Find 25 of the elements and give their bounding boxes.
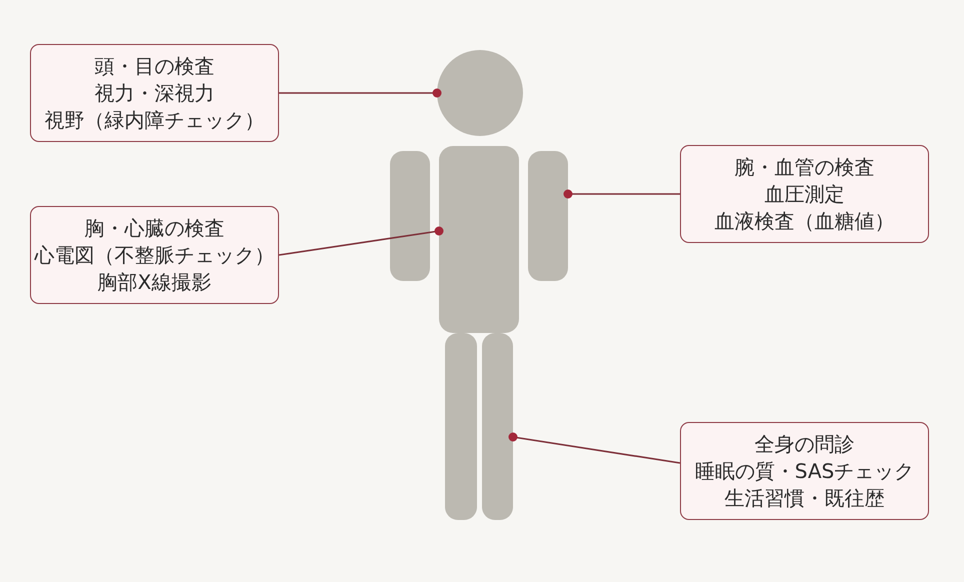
item-text: 心電図（不整脈チェック） <box>34 242 274 268</box>
heading-text: 頭・目の検査 <box>94 52 214 80</box>
callout-box <box>30 206 279 304</box>
item-text: 睡眠の質・SASチェック <box>694 458 914 484</box>
item-text: 血液検査（血糖値） <box>714 208 894 234</box>
item-text: 血圧測定 <box>764 180 844 208</box>
callout-box <box>680 422 929 520</box>
leader-line <box>279 88 442 98</box>
item-text: 視力・深視力 <box>94 80 214 106</box>
heading-text: 全身の問診 <box>754 430 854 458</box>
leg-shape <box>482 333 513 520</box>
callout-box <box>680 145 929 243</box>
heading-text: 腕・血管の検査 <box>734 154 874 180</box>
heading-text: 胸・心臓の検査 <box>84 214 224 242</box>
leader-line <box>564 190 680 198</box>
callout-box <box>30 44 279 142</box>
item-text: 生活習慣・既往歴 <box>724 484 884 512</box>
item-text: 視野（緑内障チェック） <box>44 106 264 134</box>
torso-shape <box>439 146 519 333</box>
leader-line <box>278 226 444 256</box>
arm-shape <box>528 151 568 281</box>
arm-shape <box>390 151 430 281</box>
leader-line <box>508 432 680 464</box>
item-text: 胸部X線撮影 <box>98 268 212 296</box>
leg-shape <box>445 333 477 520</box>
